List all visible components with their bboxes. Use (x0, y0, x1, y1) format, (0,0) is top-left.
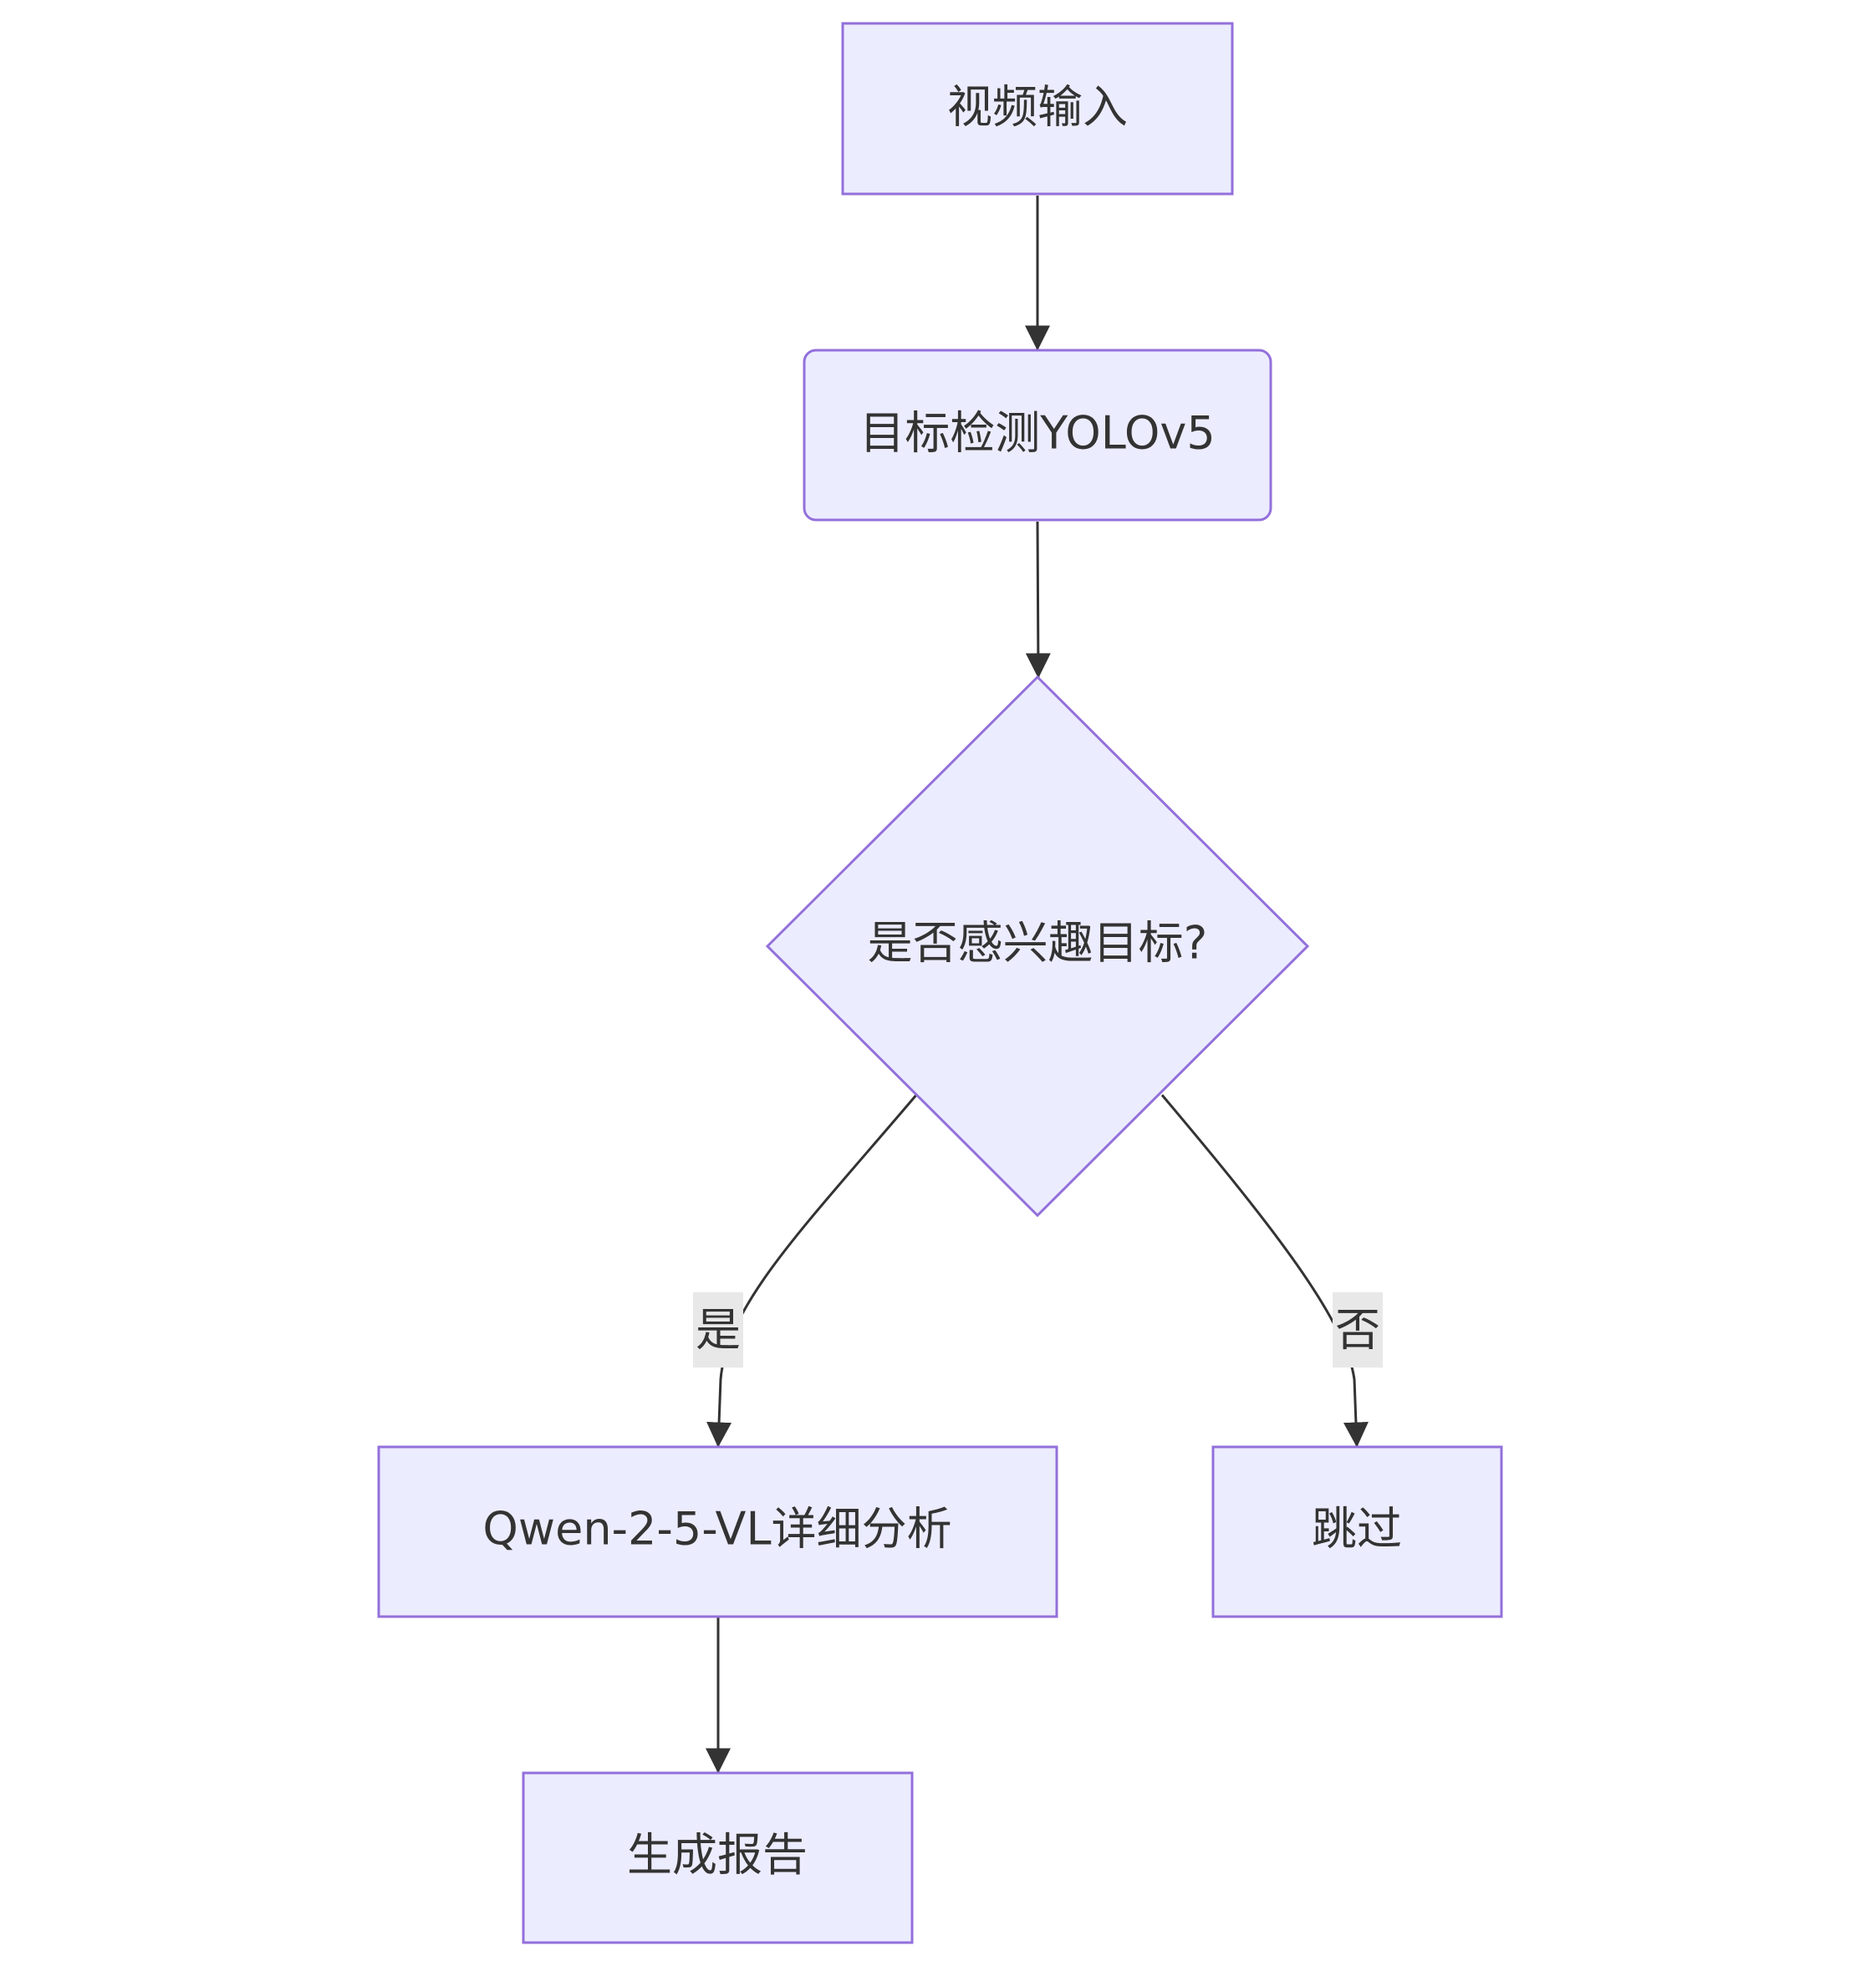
node-video-input-label: 视频输入 (947, 81, 1128, 134)
node-detection-label: 目标检测YOLOv5 (859, 407, 1216, 460)
node-decision: 是否感兴趣目标? (765, 675, 1310, 1218)
edge-label-yes-text: 是 (696, 1304, 741, 1357)
node-detection: 目标检测YOLOv5 (803, 349, 1272, 522)
node-report: 生成报告 (522, 1771, 914, 1944)
node-report-label: 生成报告 (627, 1829, 808, 1882)
node-decision-label: 是否感兴趣目标? (868, 917, 1208, 970)
edge-decision-to-analysis (706, 1094, 918, 1448)
node-analysis: Qwen-2-5-VL详细分析 (377, 1445, 1058, 1618)
node-skip-label: 跳过 (1312, 1503, 1402, 1556)
node-skip: 跳过 (1211, 1445, 1503, 1618)
node-analysis-label: Qwen-2-5-VL详细分析 (482, 1503, 951, 1556)
edge-label-yes: 是 (693, 1292, 743, 1368)
edge-detection-to-decision (1025, 521, 1051, 679)
node-video-input: 视频输入 (841, 22, 1234, 196)
edge-label-no-text: 否 (1335, 1304, 1380, 1357)
edge-label-no: 否 (1333, 1292, 1383, 1368)
edge-decision-to-skip (1160, 1094, 1369, 1448)
